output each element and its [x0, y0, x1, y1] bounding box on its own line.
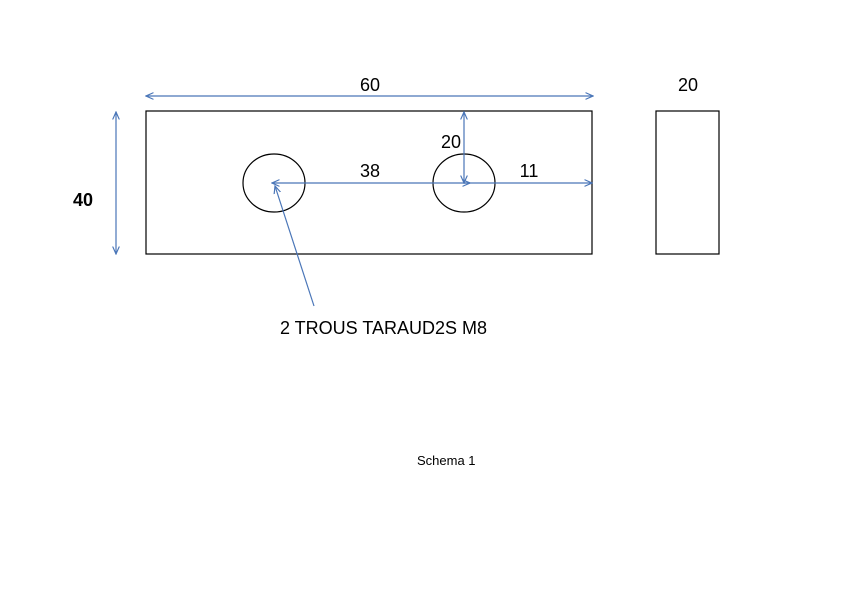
callout-leader-line	[275, 186, 315, 307]
dimension-label-thickness: 20	[678, 75, 698, 95]
side-view-plate	[655, 110, 720, 255]
dimension-label-hole-spacing: 38	[360, 161, 380, 181]
callout-label: 2 TROUS TARAUD2S M8	[280, 318, 487, 338]
schema-caption: Schema 1	[417, 453, 476, 468]
dimension-label-height: 40	[73, 190, 93, 210]
dimension-label-hole-from-top: 20	[441, 132, 461, 152]
dimension-label-length: 60	[360, 75, 380, 95]
dimension-label-hole-from-right: 11	[520, 161, 539, 181]
